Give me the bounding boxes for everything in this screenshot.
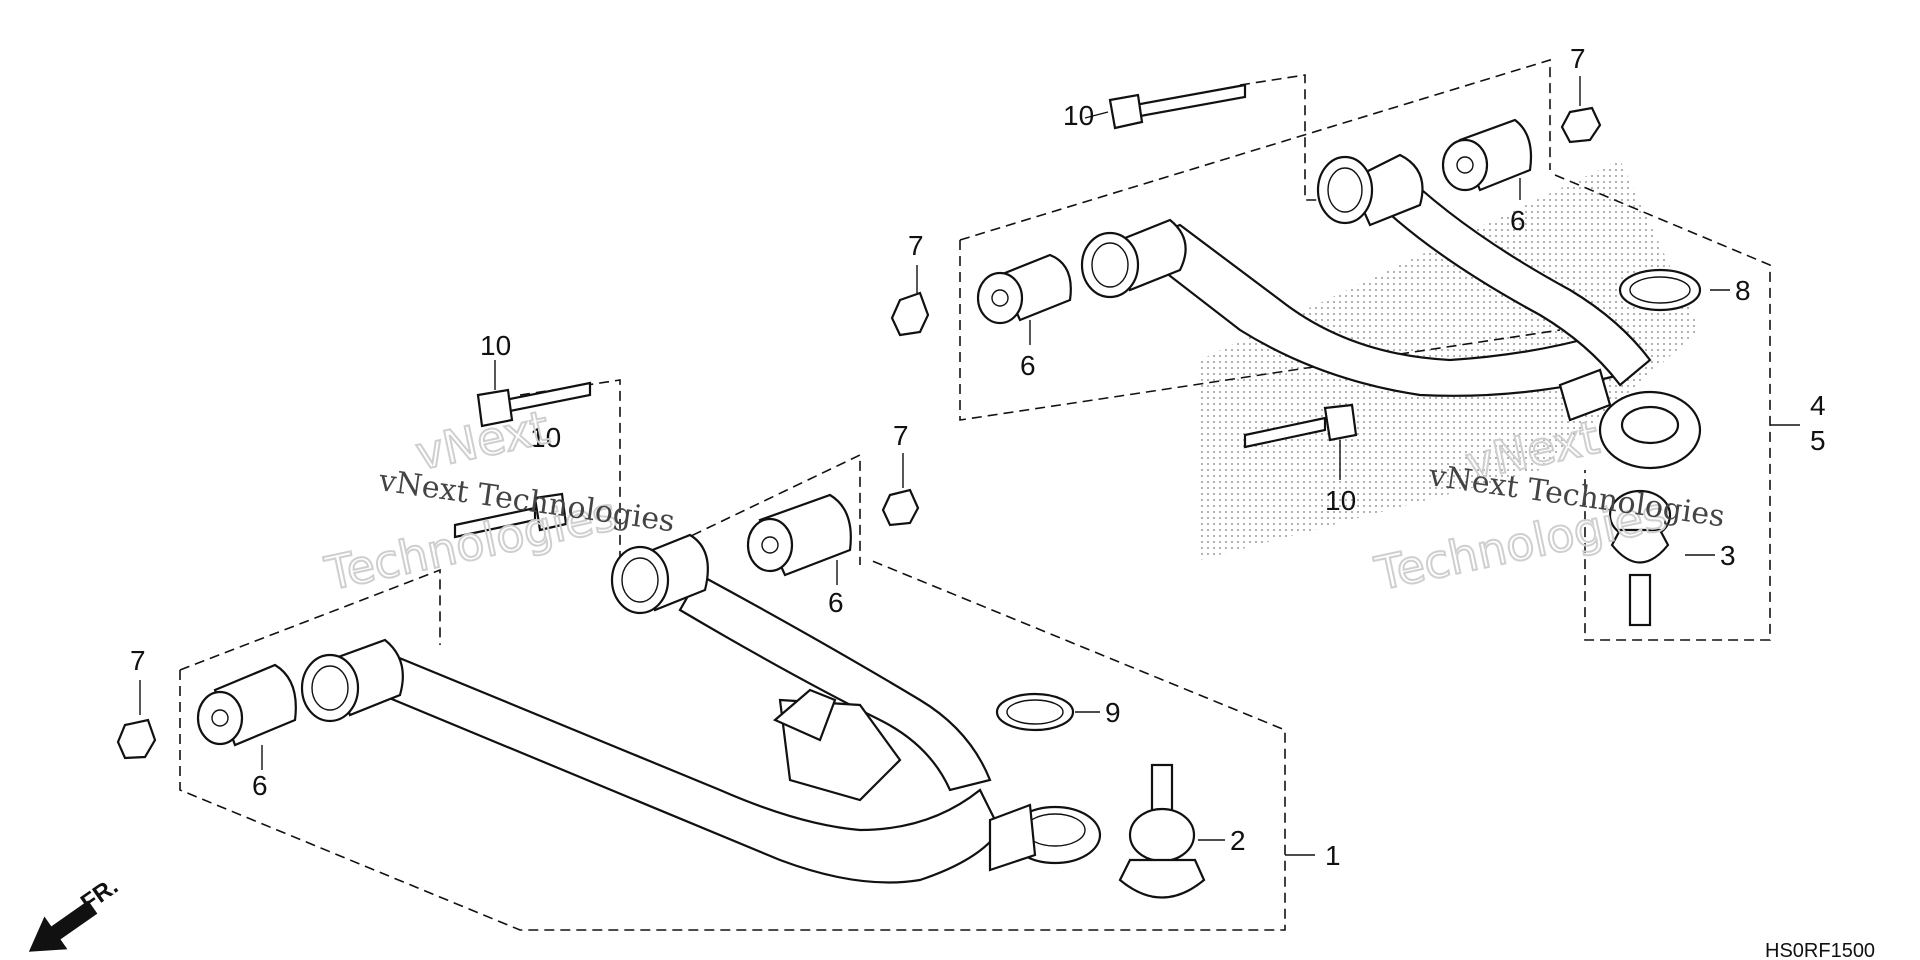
upper-ball-joint [1608,489,1672,627]
leader-lines [139,76,1730,841]
lower-nut-front [116,718,157,760]
upper-bolt-bottom [1243,403,1358,449]
upper-bolt-top [1108,83,1247,130]
lower-arm-bushing-front [300,638,404,723]
callout-1: 1 [1325,840,1341,871]
callout-7-lower-front: 7 [130,645,146,676]
callout-6-lower-front: 6 [252,770,268,801]
callout-7-lower-rear: 7 [893,420,909,451]
lower-collar-rear [746,493,852,577]
callout-10-lower-middle: 10 [530,422,561,453]
lower-control-arm [368,573,1102,884]
callout-5: 5 [1810,425,1826,456]
callout-7-upper-rear: 7 [1570,43,1586,74]
callout-2: 2 [1230,825,1246,856]
callout-6-upper-front: 6 [1020,350,1036,381]
callout-10-upper-bottom: 10 [1325,485,1356,516]
upper-nut-front [890,291,930,337]
callout-10-lower-top: 10 [480,330,511,361]
lower-collar-front [196,663,297,747]
callout-10-upper-top: 10 [1063,100,1094,131]
upper-collar-front [976,253,1072,325]
callout-6-upper-rear: 6 [1510,205,1526,236]
lower-arm-assembly [116,379,1315,931]
lower-bolt-top [476,381,592,428]
upper-nut-rear [1560,106,1602,144]
diagram-code: HS0RF1500 [1765,940,1875,960]
arrow-icon [28,900,98,952]
callout-6-lower-rear: 6 [828,587,844,618]
callout-7-upper-front: 7 [908,230,924,261]
upper-arm-bushing-rear [1316,153,1424,227]
callout-4: 4 [1810,390,1826,421]
front-direction-arrow: FR. [28,873,123,952]
lower-bolt-middle [453,492,568,539]
upper-collar-rear [1441,118,1533,192]
upper-circlip [1618,268,1702,312]
callouts: 1 2 3 4 5 6 6 6 6 7 7 7 7 8 9 10 10 10 1… [130,43,1826,871]
lower-nut-rear [881,488,920,527]
callout-3: 3 [1720,540,1736,571]
callout-8: 8 [1735,275,1751,306]
upper-arm-bushing-front [1080,218,1187,299]
lower-circlip [995,692,1075,732]
lower-arm-bushing-rear [610,533,709,615]
watermark-left-big-1: vNext [411,400,554,481]
callout-9: 9 [1105,697,1121,728]
watermarks: vNext Technologies vNext Technologies vN… [319,399,1727,602]
lower-ball-joint [1118,763,1206,899]
upper-arm-assembly [890,58,1800,641]
